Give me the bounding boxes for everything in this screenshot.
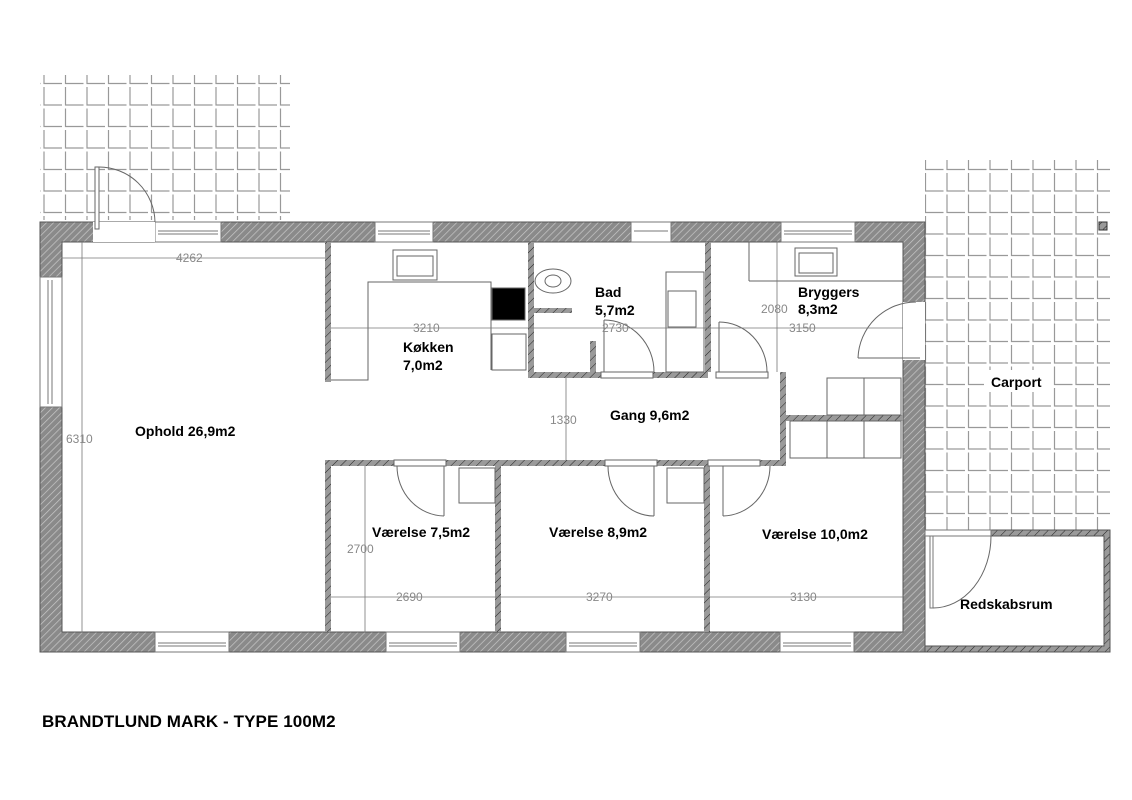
windows [39,221,856,653]
dimension-lines [62,242,903,632]
dim-vaerelse1-width: 2690 [396,590,423,604]
room-label-bad-name: Bad [595,284,621,300]
dim-ophold-width: 4262 [176,251,203,265]
dim-bryggers-width: 3150 [789,321,816,335]
room-label-vaerelse-2: Værelse 8,9m2 [549,524,647,540]
fixtures [331,242,903,504]
room-label-kokken-name: Køkken [403,339,454,355]
redskabsrum-walls [924,529,1111,653]
dim-gang-depth: 1330 [550,413,577,427]
room-label-bryggers-name: Bryggers [798,284,860,300]
dim-vaerelse1-depth: 2700 [347,542,374,556]
terrace-paving-left [40,75,290,220]
bryggers-door [857,301,925,360]
room-label-bryggers-area: 8,3m2 [798,301,838,317]
room-label-gang: Gang 9,6m2 [610,407,690,423]
room-label-carport: Carport [991,374,1042,390]
dim-kokken-width: 3210 [413,321,440,335]
room-label-redskabsrum: Redskabsrum [960,596,1053,612]
room-label-bad-area: 5,7m2 [595,302,635,318]
interior-doors [393,319,771,517]
carport-post [1098,221,1108,231]
room-label-vaerelse-1: Værelse 7,5m2 [372,524,470,540]
carport-paving [925,160,1110,530]
dim-ophold-depth: 6310 [66,432,93,446]
dim-vaerelse2-width: 3270 [586,590,613,604]
dim-bad-width: 2730 [602,321,629,335]
room-label-vaerelse-3: Værelse 10,0m2 [762,526,868,542]
room-label-kokken-area: 7,0m2 [403,357,443,373]
dim-bryggers-depth: 2080 [761,302,788,316]
room-label-ophold: Ophold 26,9m2 [135,423,236,439]
interior-walls [325,242,903,632]
plan-title: BRANDTLUND MARK - TYPE 100M2 [42,712,336,731]
dim-vaerelse3-width: 3130 [790,590,817,604]
entry-door [93,166,156,242]
